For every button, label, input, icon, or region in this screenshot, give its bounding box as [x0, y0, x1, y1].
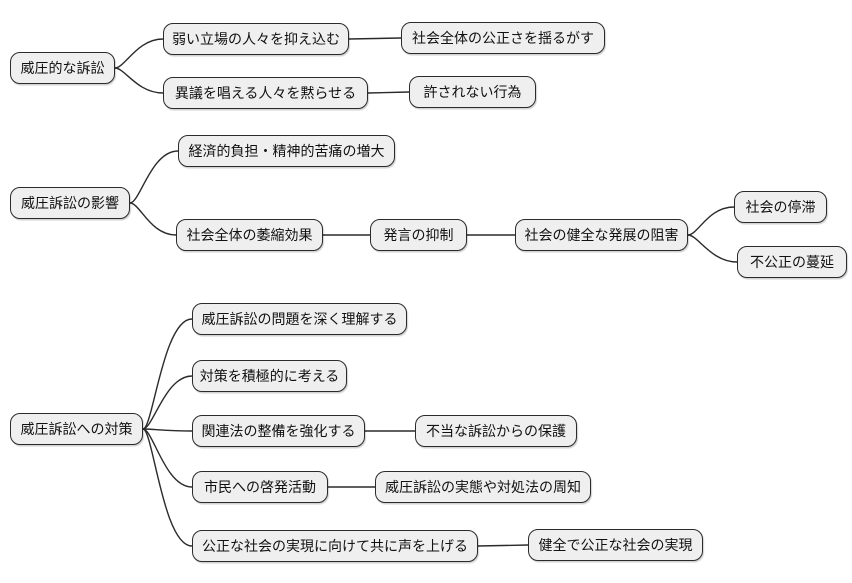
node-social-stagnation: 社会の停滞 [734, 191, 827, 223]
node-realize-fair-society: 健全で公正な社会の実現 [528, 529, 703, 561]
node-hinder-healthy-development: 社会の健全な発展の阻害 [515, 219, 688, 251]
edge-t3-root-to-voices [142, 428, 193, 547]
node-raise-voices-together: 公正な社会の実現に向けて共に声を上げる [192, 530, 478, 562]
node-societal-chilling-effect: 社会全体の萎縮効果 [176, 219, 323, 251]
edge-t1-silence-to-unforgivable [367, 91, 410, 94]
edge-t3-root-to-understand [142, 318, 193, 430]
edge-t3-root-to-legislation [142, 428, 193, 432]
edge-t3-voices-to-fair-society [477, 544, 529, 547]
edge-t2-hinder-to-stagnation [687, 206, 735, 236]
edge-t2-root-to-chilling [129, 202, 177, 236]
node-economic-mental-burden: 経済的負担・精神的苦痛の増大 [178, 135, 395, 167]
edge-t1-root-to-silence-dissenters [114, 67, 164, 94]
edge-t3-root-to-consider [142, 375, 193, 430]
node-understand-problem-deeply: 威圧訴訟の問題を深く理解する [192, 303, 407, 335]
node-consider-measures-actively: 対策を積極的に考える [192, 360, 347, 392]
node-unforgivable-act: 許されない行為 [409, 76, 536, 108]
node-protection-from-unjust-lawsuits: 不当な訴訟からの保護 [415, 415, 577, 447]
edge-t3-root-to-awareness [142, 428, 193, 488]
edge-t1-root-to-suppress-weak [114, 38, 164, 69]
node-strengthen-legislation: 関連法の整備を強化する [192, 415, 365, 447]
node-speech-suppression: 発言の抑制 [370, 219, 467, 251]
node-silence-dissenters: 異議を唱える人々を黙らせる [163, 77, 368, 109]
edge-t2-hinder-to-injustice [687, 234, 738, 263]
node-suppress-weak-people: 弱い立場の人々を抑え込む [163, 23, 349, 55]
node-intimidating-lawsuits-root: 威圧的な訴訟 [10, 52, 115, 84]
node-publicize-realities-and-remedies: 威圧訴訟の実態や対処法の周知 [375, 471, 591, 503]
edge-t2-root-to-burden [129, 150, 179, 204]
node-undermine-social-fairness: 社会全体の公正さを揺るがす [401, 22, 605, 54]
node-public-awareness-activities: 市民への啓発活動 [192, 471, 328, 503]
edge-t1-suppress-to-fairness [348, 37, 402, 40]
node-lawsuit-impact-root: 威圧訴訟の影響 [10, 187, 130, 219]
node-countermeasures-root: 威圧訴訟への対策 [10, 413, 143, 445]
node-spread-of-injustice: 不公正の蔓延 [737, 246, 847, 278]
